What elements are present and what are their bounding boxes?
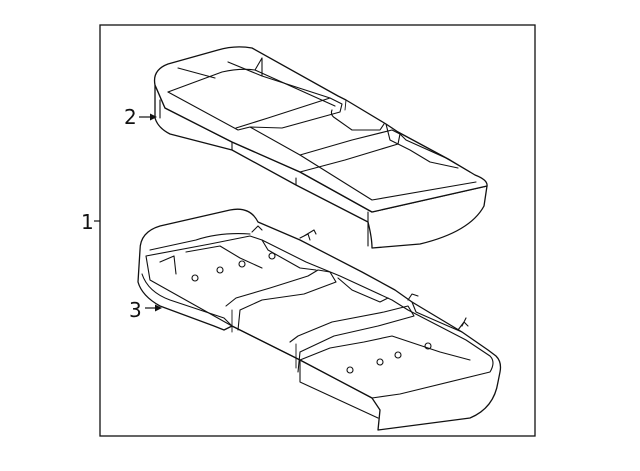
- callout-3: 3: [129, 298, 162, 322]
- assembly-frame: [99, 24, 536, 437]
- callout-2-label: 2: [124, 105, 137, 129]
- callout-1: 1: [81, 210, 100, 234]
- seat-frame-part-3[interactable]: [137, 208, 502, 431]
- callout-2: 2: [124, 105, 157, 129]
- seat-cushion-part-2[interactable]: [153, 46, 488, 249]
- callout-1-label: 1: [81, 210, 94, 234]
- callout-2-arrowhead: [150, 113, 157, 121]
- callout-3-arrowhead: [155, 304, 162, 312]
- callout-3-label: 3: [129, 298, 142, 322]
